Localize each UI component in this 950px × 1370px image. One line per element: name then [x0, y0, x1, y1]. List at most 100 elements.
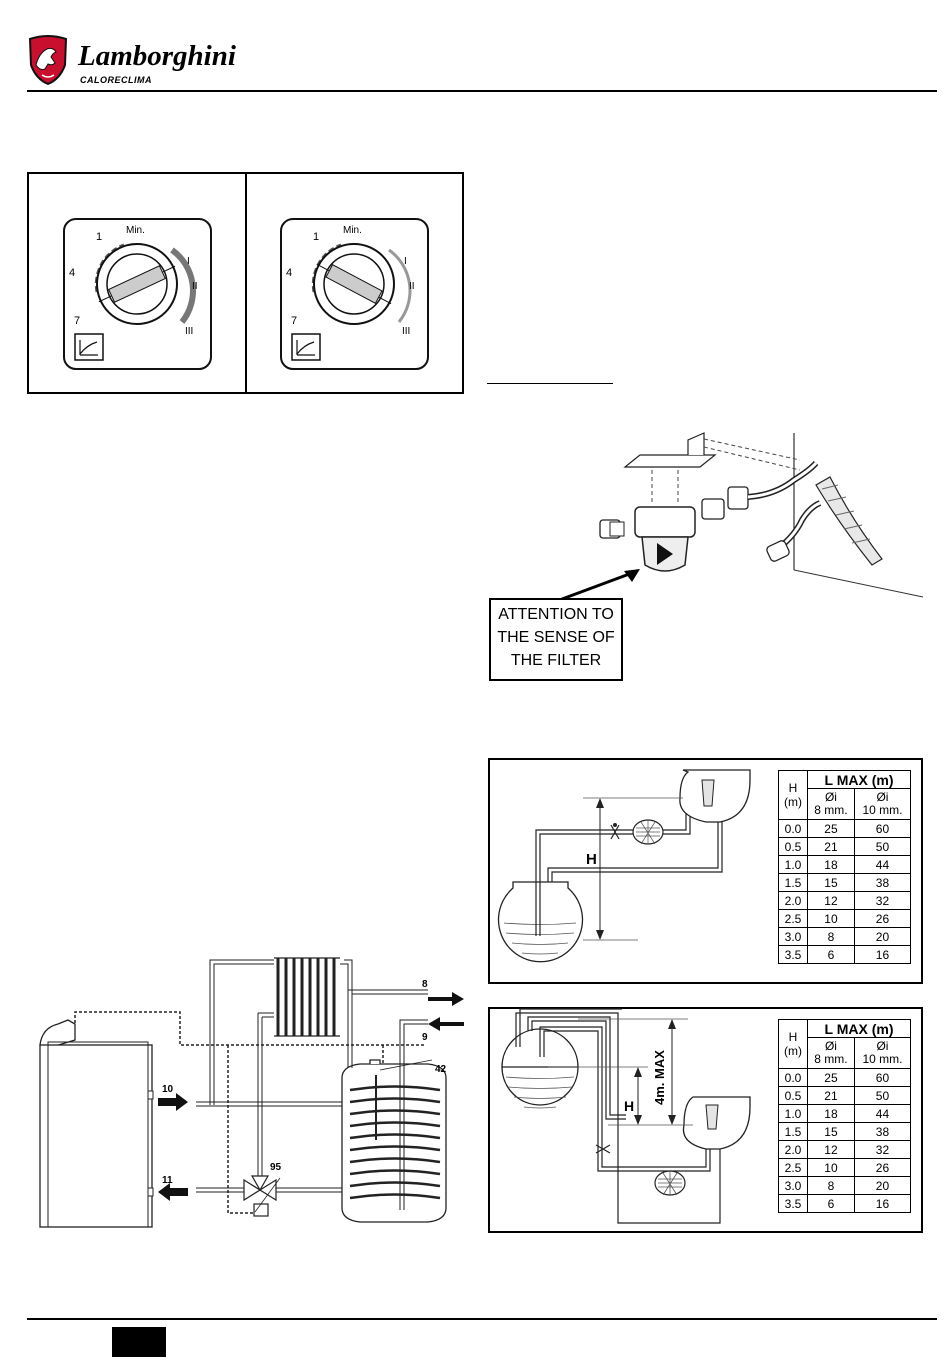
table-cell: 6 [807, 1194, 855, 1213]
table-cell: 38 [853, 1122, 912, 1141]
suction-table-2-col-8-line2: 8 mm. [814, 1052, 848, 1066]
callout-line-2: THE SENSE OF [497, 629, 615, 646]
suction-table-1-header-row: H (m) L MAX (m) [778, 770, 911, 820]
dial-left-label-4: 4 [69, 267, 75, 279]
suction-diagram-above: H 4m. MAX H (m) L MAX (m) Øi 8 mm. Øi 10… [488, 1007, 923, 1233]
table-cell: 21 [807, 1086, 855, 1105]
suction-table-2-col-8-line1: Øi [824, 1039, 837, 1053]
table-cell: 32 [853, 1140, 912, 1159]
table-cell: 0.0 [778, 1068, 808, 1087]
suction-table-1-lmax-header: L MAX (m) [807, 770, 911, 789]
table-cell: 21 [807, 837, 855, 856]
table-cell: 2.0 [778, 891, 808, 910]
suction-table-1-h-text: H [788, 781, 798, 795]
suction-table-1-subheader-row: Øi 8 mm. Øi 10 mm. [779, 788, 912, 820]
table-cell: 1.0 [778, 855, 808, 874]
table-cell: 60 [853, 1068, 912, 1087]
suction-table-1-col-8: Øi 8 mm. [807, 788, 855, 820]
suction-table-1-col-8-line2: 8 mm. [814, 803, 848, 817]
table-cell: 0.5 [778, 837, 808, 856]
table-cell: 16 [853, 945, 912, 964]
brand-name: Lamborghini [78, 40, 236, 72]
tank-label-42: 42 [435, 1064, 447, 1075]
dial-left-label-7: 7 [74, 315, 80, 327]
suction-table-2-h-text: H [788, 1030, 798, 1044]
table-cell: 2.5 [778, 909, 808, 928]
brand-subtitle: CALORECLIMA [80, 75, 152, 85]
dial-right: Min. 1 4 7 I II III [280, 218, 429, 370]
callout-line-3: THE FILTER [510, 652, 602, 669]
table-cell: 0.5 [778, 1086, 808, 1105]
thermostat-dials-figure: Min. 1 4 7 I II III Min. 1 4 7 I [27, 172, 464, 394]
dial-left-label-1: 1 [96, 231, 102, 243]
table-cell: 3.5 [778, 1194, 808, 1213]
tank-label-9: 9 [422, 1032, 428, 1043]
suction-table-2-lmax-header: L MAX (m) [807, 1019, 911, 1038]
suction-diagram-below: H H (m) L MAX (m) Øi 8 mm. Øi 10 mm. 0.0… [488, 758, 923, 984]
table-cell: 1.0 [778, 1104, 808, 1123]
table-cell: 2.5 [778, 1158, 808, 1177]
tank-label-10: 10 [162, 1084, 174, 1095]
brand-logo-shield [27, 35, 69, 86]
tank-label-8: 8 [422, 979, 428, 990]
table-cell: 26 [853, 909, 912, 928]
table-cell: 1.5 [778, 1122, 808, 1141]
suction-2-h-label: H [624, 1098, 634, 1114]
suction-table-1-h-header: H (m) [778, 770, 808, 820]
filter-installation-figure [580, 425, 925, 600]
suction-table-1-col-10-line1: Øi [876, 790, 889, 804]
suction-2-max-label: 4m. MAX [652, 1050, 667, 1105]
dial-left-label-min: Min. [126, 225, 145, 236]
suction-table-1-h-unit: (m) [784, 795, 802, 809]
table-cell: 26 [853, 1158, 912, 1177]
dial-right-label-II: II [409, 281, 415, 292]
dial-right-label-min: Min. [343, 225, 362, 236]
table-cell: 10 [807, 909, 855, 928]
table-cell: 44 [853, 1104, 912, 1123]
tank-label-11: 11 [162, 1175, 173, 1186]
table-cell: 20 [853, 1176, 912, 1195]
table-cell: 16 [853, 1194, 912, 1213]
dial-left-label-I: I [187, 256, 190, 267]
section-underline [487, 383, 613, 384]
table-cell: 18 [807, 1104, 855, 1123]
suction-table-2-col-10-line1: Øi [876, 1039, 889, 1053]
suction-table-1-col-10: Øi 10 mm. [853, 788, 912, 820]
table-cell: 32 [853, 891, 912, 910]
table-cell: 6 [807, 945, 855, 964]
table-cell: 1.5 [778, 873, 808, 892]
table-cell: 12 [807, 1140, 855, 1159]
dial-left-label-II: II [192, 281, 198, 292]
table-cell: 44 [853, 855, 912, 874]
table-cell: 20 [853, 927, 912, 946]
header-rule [27, 90, 937, 92]
page-number-block [112, 1327, 166, 1357]
dial-left-label-III: III [185, 326, 193, 337]
table-cell: 2.0 [778, 1140, 808, 1159]
dial-right-label-III: III [402, 326, 410, 337]
dial-left: Min. 1 4 7 I II III [63, 218, 212, 370]
dial-right-label-4: 4 [286, 267, 292, 279]
dial-right-label-7: 7 [291, 315, 297, 327]
table-cell: 25 [807, 1068, 855, 1087]
tank-label-95: 95 [270, 1162, 282, 1173]
